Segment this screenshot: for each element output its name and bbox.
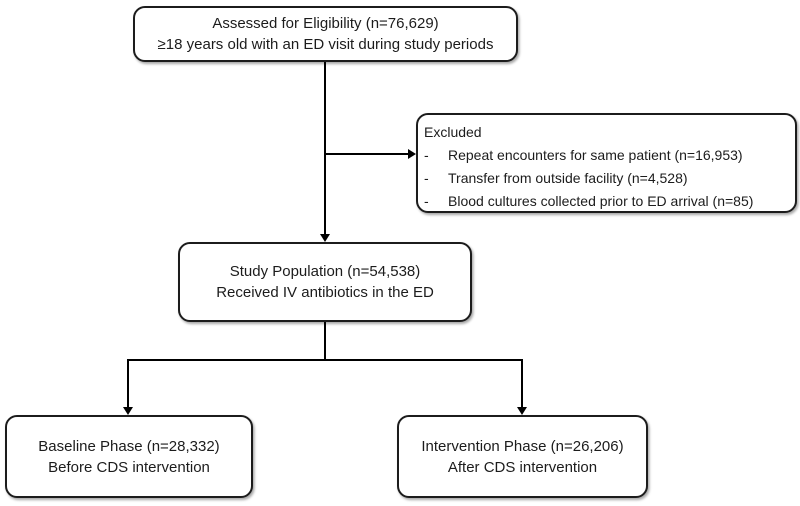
- intervention-phase-line2: After CDS intervention: [447, 458, 598, 476]
- intervention-phase-line1: Intervention Phase (n=26,206): [421, 437, 624, 455]
- connector-branch-right: [521, 359, 523, 407]
- excluded-item-text: Repeat encounters for same patient (n=16…: [448, 147, 743, 163]
- arrowhead-down-intervention-icon: [517, 407, 527, 415]
- excluded-title: Excluded: [424, 124, 482, 140]
- excluded-item-text: Transfer from outside facility (n=4,528): [448, 170, 688, 186]
- study-population-box: Study Population (n=54,538) Received IV …: [178, 242, 472, 322]
- excluded-item: - Blood cultures collected prior to ED a…: [424, 190, 791, 213]
- arrowhead-right-excluded-icon: [408, 149, 416, 159]
- connector-eligibility-to-study: [324, 62, 326, 234]
- excluded-item-text: Blood cultures collected prior to ED arr…: [448, 193, 754, 209]
- eligibility-line1: Assessed for Eligibility (n=76,629): [212, 15, 439, 32]
- eligibility-box: Assessed for Eligibility (n=76,629) ≥18 …: [133, 6, 518, 62]
- baseline-phase-box: Baseline Phase (n=28,332) Before CDS int…: [5, 415, 253, 498]
- bullet-dash: -: [424, 170, 429, 186]
- bullet-dash: -: [424, 193, 429, 209]
- connector-to-excluded: [324, 153, 408, 155]
- eligibility-line2: ≥18 years old with an ED visit during st…: [157, 36, 494, 53]
- arrowhead-down-baseline-icon: [123, 407, 133, 415]
- baseline-phase-line2: Before CDS intervention: [48, 458, 210, 476]
- intervention-phase-box: Intervention Phase (n=26,206) After CDS …: [397, 415, 648, 498]
- connector-branch-bar: [127, 359, 523, 361]
- excluded-box: Excluded - Repeat encounters for same pa…: [416, 113, 797, 213]
- connector-study-stem: [324, 322, 326, 361]
- connector-branch-left: [127, 359, 129, 407]
- baseline-phase-line1: Baseline Phase (n=28,332): [38, 437, 220, 455]
- excluded-item: - Transfer from outside facility (n=4,52…: [424, 167, 791, 190]
- study-population-line1: Study Population (n=54,538): [229, 263, 421, 280]
- arrowhead-down-study-icon: [320, 234, 330, 242]
- study-population-line2: Received IV antibiotics in the ED: [216, 284, 434, 301]
- bullet-dash: -: [424, 147, 429, 163]
- excluded-item: - Repeat encounters for same patient (n=…: [424, 144, 791, 167]
